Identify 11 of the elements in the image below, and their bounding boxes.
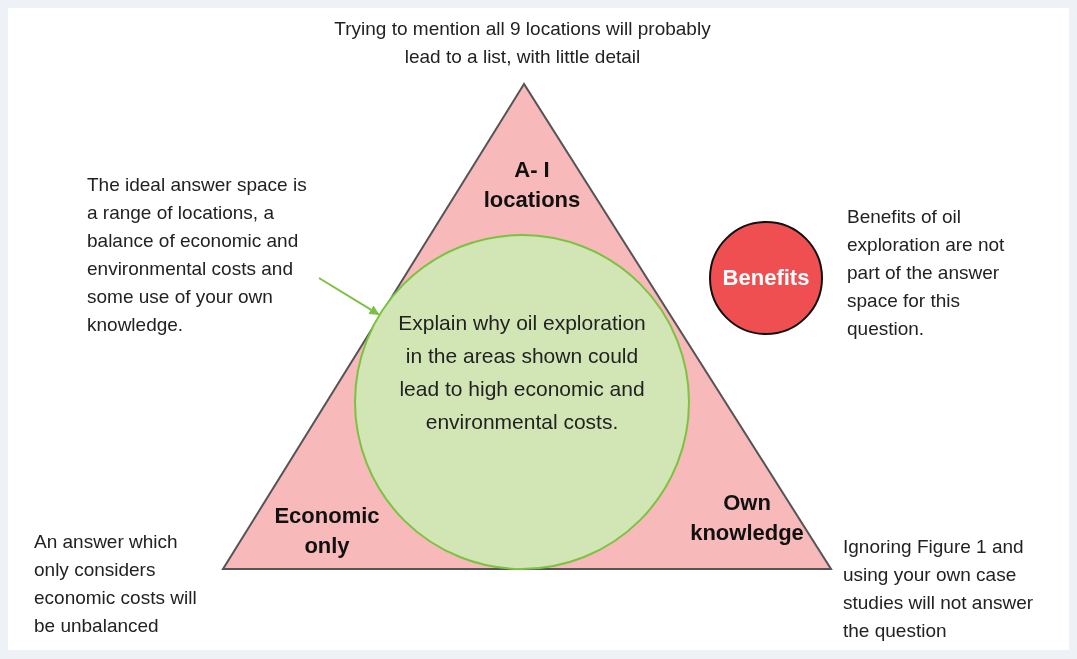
circle-label: Benefits [722, 265, 810, 291]
corner-label: Own knowledge [689, 489, 805, 547]
note-text: An answer which only considers economic costs will be unbalanced [34, 530, 198, 638]
corner-label: A- I locations [482, 156, 582, 214]
arrow [318, 277, 380, 316]
note-text: The ideal answer space is a range of locations, a balance of economic and environmental costs and some use of your own knowledge. [87, 173, 308, 337]
note-text: Benefits of oil exploration are not part of the answer space for this question. [847, 205, 1006, 341]
note-text: Ignoring Figure 1 and using your own case studies will not answer the question [843, 535, 1035, 643]
note-text: Trying to mention all 9 locations will probably lead to a list, with little detail [333, 17, 712, 69]
question-text: Explain why oil exploration in the areas shown could lead to high economic and environmental costs. [397, 310, 647, 435]
corner-label: Economic only [273, 502, 381, 560]
